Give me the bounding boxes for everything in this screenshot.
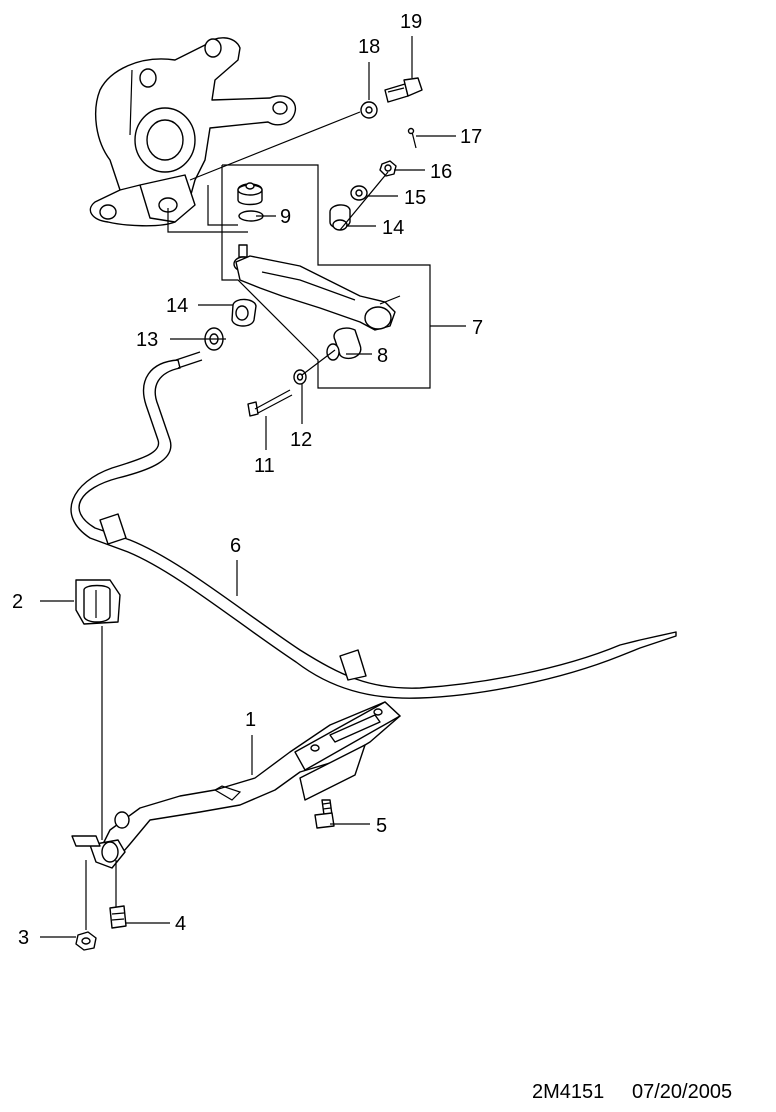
callout-6: 6 [230, 535, 241, 557]
callout-14-right: 14 [382, 217, 404, 239]
washer-15 [350, 185, 368, 201]
crossmember-bracket [71, 701, 401, 869]
callout-18: 18 [358, 36, 380, 58]
callout-15: 15 [404, 187, 426, 209]
callout-16: 16 [430, 161, 452, 183]
callout-7: 7 [472, 317, 483, 339]
washer-12 [293, 369, 307, 385]
stabilizer-bushing [75, 579, 121, 625]
callout-12: 12 [290, 429, 312, 451]
callout-17: 17 [460, 126, 482, 148]
steering-knuckle [89, 37, 297, 227]
diagram-date: 07/20/2005 [632, 1081, 732, 1103]
lower-control-arm [235, 255, 401, 331]
knuckle-bracket-line-2 [207, 185, 238, 226]
callout-9: 9 [280, 206, 291, 228]
callout-5: 5 [376, 815, 387, 837]
assembly-box-7 [221, 164, 431, 389]
rear-bushing-left [231, 298, 257, 327]
nut-16 [379, 160, 397, 177]
callout-4: 4 [175, 913, 186, 935]
callout-19: 19 [400, 11, 422, 33]
bolt-19 [384, 77, 423, 103]
callout-1: 1 [245, 709, 256, 731]
stabilizer-bar [70, 351, 677, 699]
bolt-4 [109, 860, 127, 929]
callout-13: 13 [136, 329, 158, 351]
callout-14-left: 14 [166, 295, 188, 317]
leader-bolt-axis [301, 349, 336, 376]
washer-18 [360, 101, 378, 119]
callout-8: 8 [377, 345, 388, 367]
bolt-5 [314, 799, 335, 829]
knuckle-bracket-line [167, 208, 248, 233]
nut-3 [75, 931, 97, 951]
control-arm-bushing [326, 327, 362, 361]
leader-15-16 [339, 171, 389, 231]
callout-3: 3 [18, 927, 29, 949]
ball-joint-bushing [237, 182, 264, 222]
bolt-11 [247, 389, 293, 417]
callout-11: 11 [254, 455, 275, 477]
cotter-pin-17 [407, 127, 417, 149]
diagram-code: 2M4151 [532, 1081, 604, 1103]
callout-leaders [40, 36, 466, 938]
knuckle-axis-line [189, 111, 361, 181]
callout-2: 2 [12, 591, 23, 613]
